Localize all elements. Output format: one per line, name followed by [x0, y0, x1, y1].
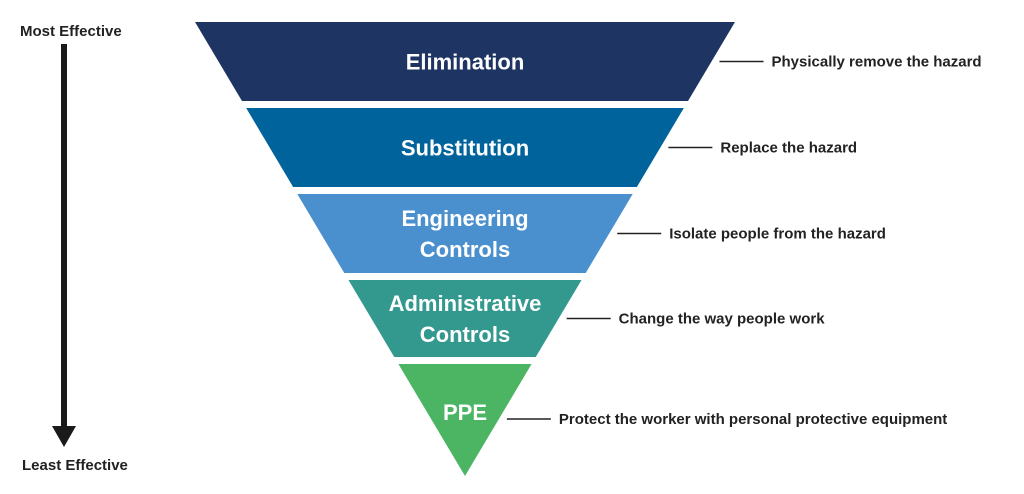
- level-label-ppe-line-1: PPE: [443, 400, 487, 425]
- least-effective-label: Least Effective: [22, 457, 128, 474]
- description-engineering-controls: Isolate people from the hazard: [669, 226, 886, 243]
- level-label-elimination-line-1: Elimination: [406, 50, 525, 75]
- effectiveness-scale: Most Effective Least Effective: [20, 23, 128, 474]
- level-label-substitution-line-1: Substitution: [401, 136, 529, 161]
- pyramid-level-administrative-controls: [348, 280, 582, 357]
- description-elimination: Physically remove the hazard: [772, 54, 982, 71]
- level-label-engineering-controls-line-2: Controls: [420, 237, 510, 262]
- pyramid-level-elimination: [195, 22, 735, 101]
- description-ppe: Protect the worker with personal protect…: [559, 411, 947, 428]
- pyramid-level-substitution: [246, 108, 684, 187]
- description-administrative-controls: Change the way people work: [619, 311, 826, 328]
- effectiveness-arrow-head-icon: [52, 426, 76, 447]
- description-substitution: Replace the hazard: [720, 140, 857, 157]
- pyramid-level-engineering-controls: [297, 194, 633, 273]
- pyramid-level-ppe: [398, 364, 532, 476]
- level-label-administrative-controls-line-1: Administrative: [389, 291, 542, 316]
- inverted-pyramid: EliminationSubstitutionEngineeringContro…: [195, 22, 735, 476]
- most-effective-label: Most Effective: [20, 23, 122, 40]
- level-label-administrative-controls-line-2: Controls: [420, 322, 510, 347]
- level-label-engineering-controls-line-1: Engineering: [401, 206, 528, 231]
